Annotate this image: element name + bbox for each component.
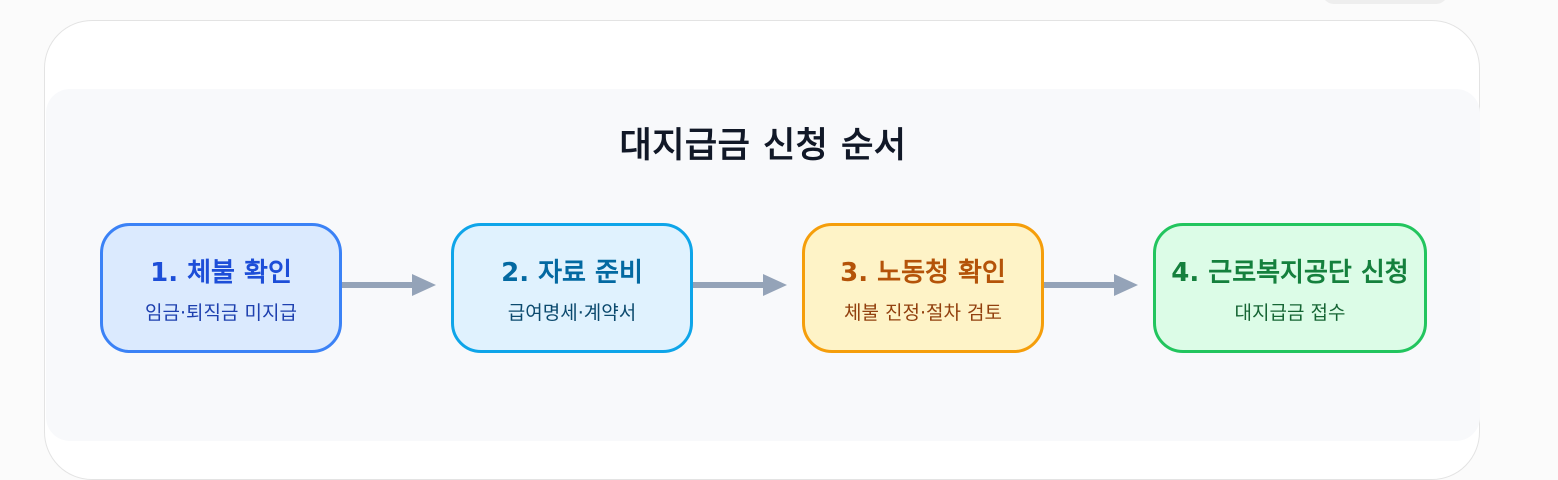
flow-diagram-panel: 대지급금 신청 순서 1. 체불 확인 임금·퇴직금 미지급 2. 자료 준비 … (46, 89, 1480, 441)
step-1-box: 1. 체불 확인 임금·퇴직금 미지급 (100, 223, 342, 353)
step-4-label: 4. 근로복지공단 신청 (1171, 258, 1409, 288)
top-pill-button[interactable] (1322, 0, 1448, 4)
arrow-3-4 (1044, 274, 1138, 296)
arrow-1-2 (342, 274, 436, 296)
arrow-2-3 (693, 274, 787, 296)
step-4-description: 대지급금 접수 (1234, 302, 1346, 324)
step-3-label: 3. 노동청 확인 (840, 258, 1006, 288)
step-4-box: 4. 근로복지공단 신청 대지급금 접수 (1153, 223, 1427, 353)
step-3-box: 3. 노동청 확인 체불 진정·절차 검토 (802, 223, 1044, 353)
diagram-title: 대지급금 신청 순서 (619, 126, 907, 166)
step-3-description: 체불 진정·절차 검토 (844, 302, 1002, 324)
step-1-description: 임금·퇴직금 미지급 (145, 302, 297, 324)
step-1-label: 1. 체불 확인 (150, 258, 292, 288)
step-2-label: 2. 자료 준비 (501, 258, 643, 288)
step-2-description: 급여명세·계약서 (507, 302, 637, 324)
step-2-box: 2. 자료 준비 급여명세·계약서 (451, 223, 693, 353)
